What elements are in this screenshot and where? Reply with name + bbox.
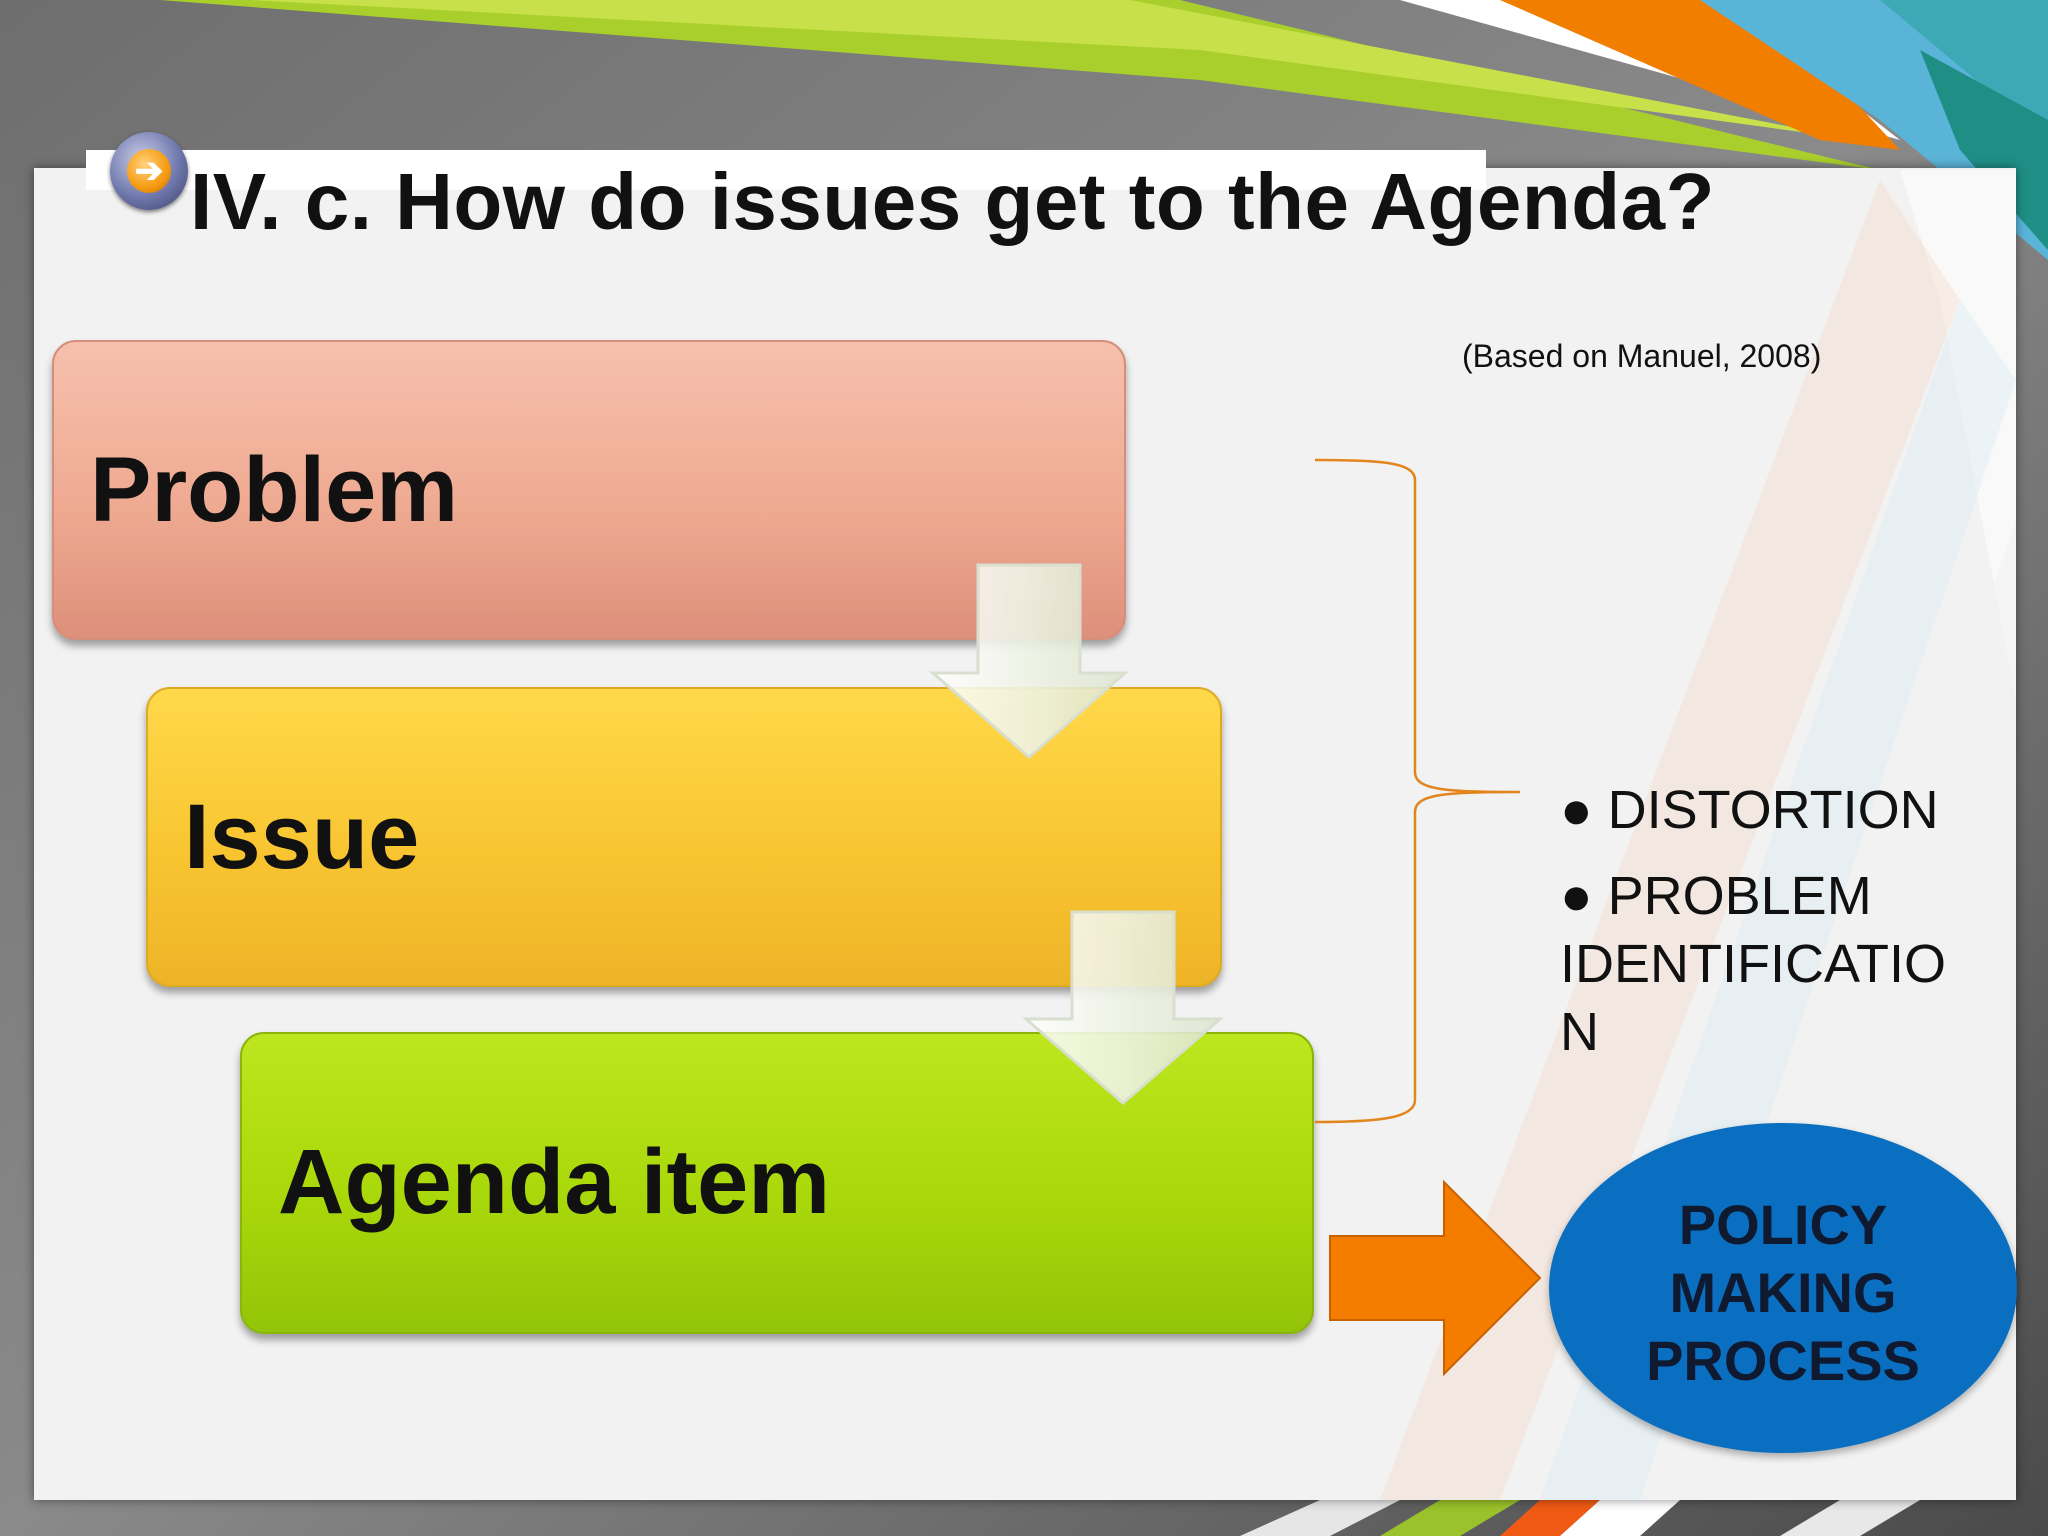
bullet-item-distortion: ● DISTORTION	[1560, 780, 1939, 840]
source-citation: (Based on Manuel, 2008)	[1462, 338, 1822, 374]
problem-box: Problem	[52, 340, 1126, 640]
arrow-bullet-icon: ➔	[110, 132, 188, 210]
target-line-3: PROCESS	[1646, 1329, 1920, 1392]
issue-label: Issue	[184, 786, 420, 888]
bullet-item-problem-identification: ● PROBLEM IDENTIFICATIO N	[1560, 866, 1946, 1062]
slide-title: IV. c. How do issues get to the Agenda?	[190, 157, 1715, 246]
agenda-item-label: Agenda item	[278, 1131, 831, 1233]
policy-making-process-node: POLICY MAKING PROCESS	[1549, 1123, 2017, 1453]
target-line-2: MAKING	[1669, 1261, 1897, 1324]
problem-label: Problem	[90, 439, 459, 541]
issue-box: Issue	[146, 687, 1222, 987]
bullet-list: ● DISTORTION ● PROBLEM IDENTIFICATIO N	[1560, 776, 1980, 1084]
target-line-1: POLICY	[1678, 1193, 1888, 1256]
title-strip	[86, 150, 1486, 190]
agenda-item-box: Agenda item	[240, 1032, 1314, 1334]
